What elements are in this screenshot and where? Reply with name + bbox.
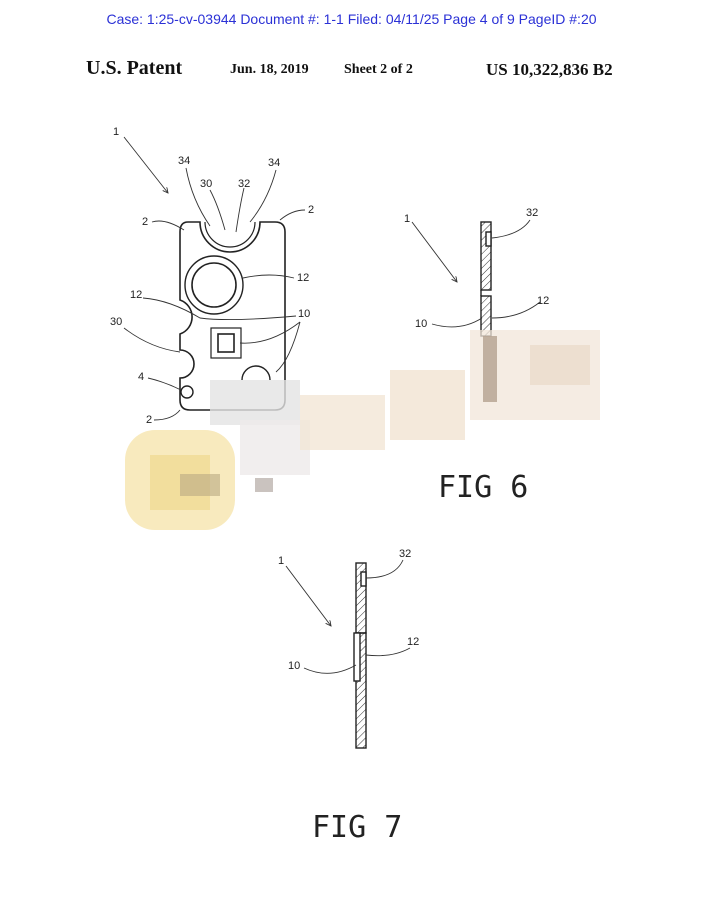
patent-number: US 10,322,836 B2 (486, 60, 613, 79)
fig7-caption: FIG 7 (312, 810, 403, 845)
fig5-ref-4: 4 (138, 371, 145, 383)
fig5-ref-30-side: 30 (110, 316, 123, 328)
fig6-caption: FIG 6 (438, 470, 529, 505)
fig5-ref-32: 32 (238, 178, 251, 190)
fig5-ref-12-right: 12 (297, 272, 310, 284)
fig6-section-drawing (480, 221, 492, 337)
fig5-ref-2-bottom: 2 (146, 414, 153, 426)
fig5-ref-34-right: 34 (268, 157, 281, 169)
case-header: Case: 1:25-cv-03944 Document #: 1-1 File… (106, 11, 597, 27)
fig6-ref-10: 10 (415, 318, 428, 330)
fig5-ref-30-top: 30 (200, 178, 213, 190)
patent-title: U.S. Patent (86, 57, 183, 79)
fig7-ref-1: 1 (278, 555, 285, 567)
fig5-leader-lines (123, 136, 306, 421)
fig5-ref-12-left: 12 (130, 289, 143, 301)
fig7-ref-10: 10 (288, 660, 301, 672)
fig6-ref-12: 12 (537, 295, 550, 307)
fig6-ref-32: 32 (526, 207, 539, 219)
fig7-section-drawing (353, 562, 367, 749)
patent-date: Jun. 18, 2019 (230, 62, 309, 77)
fig7-ref-32: 32 (399, 548, 412, 560)
fig6-leader-lines (411, 219, 541, 328)
fig5-ref-1: 1 (113, 126, 120, 138)
fig7-leader-lines (285, 559, 411, 674)
patent-sheet: Sheet 2 of 2 (344, 62, 413, 77)
fig5-ref-2-left: 2 (142, 216, 149, 228)
fig5-ref-10: 10 (298, 308, 311, 320)
fig5-ref-34-left: 34 (178, 155, 191, 167)
fig6-ref-1: 1 (404, 213, 411, 225)
fig7-ref-12: 12 (407, 636, 420, 648)
fig5-ref-2-right: 2 (308, 204, 315, 216)
